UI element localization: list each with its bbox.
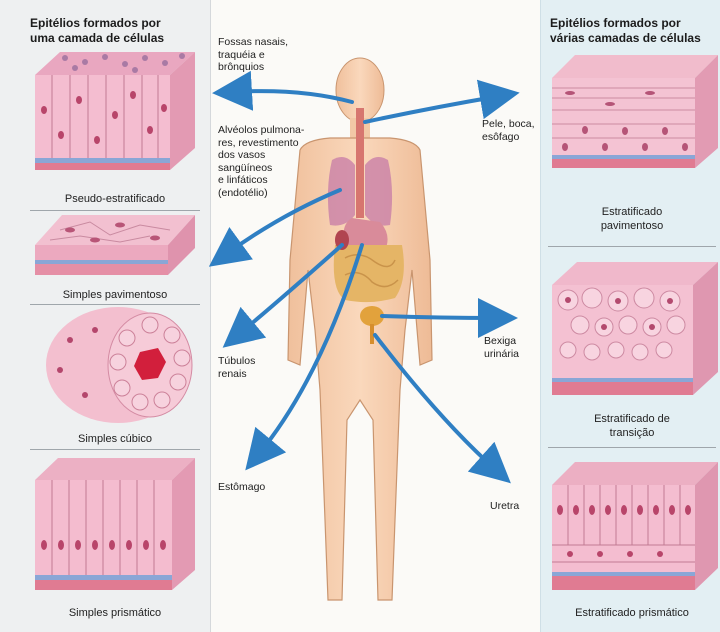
caption-pseudo-stratified: Pseudo-estratificado [30, 192, 200, 206]
label-uretra: Uretra [490, 500, 519, 513]
caption-transitional: Estratificado de transição [548, 412, 716, 440]
label-fossas-nasais: Fossas nasais, traquéia e brônquios [218, 36, 288, 74]
human-figure [288, 58, 432, 600]
left-divider-1 [30, 210, 200, 211]
transitional-tissue [552, 262, 718, 395]
left-panel-title: Epitélios formados por uma camada de cél… [30, 16, 208, 46]
stratified-squamous-tissue [552, 55, 718, 168]
simple-squamous-tissue [35, 215, 195, 275]
label-alveolos: Alvéolos pulmona- res, revestimento dos … [218, 124, 304, 199]
stratified-columnar-tissue [552, 462, 718, 590]
pseudo-stratified-tissue [35, 52, 195, 170]
caption-stratified-squamous: Estratificado pavimentoso [548, 205, 716, 233]
caption-simple-squamous: Simples pavimentoso [30, 288, 200, 302]
simple-cuboidal-tissue [46, 307, 192, 423]
right-panel-title: Epitélios formados por várias camadas de… [550, 16, 720, 46]
arrow-bexiga [382, 316, 498, 318]
label-tubulos-renais: Túbulos renais [218, 355, 255, 380]
caption-simple-columnar: Simples prismático [30, 606, 200, 620]
label-bexiga: Bexiga urinária [484, 335, 519, 360]
arrow-pele [365, 96, 500, 122]
right-divider-2 [548, 447, 716, 448]
left-divider-2 [30, 304, 200, 305]
caption-stratified-columnar: Estratificado prismático [548, 606, 716, 620]
caption-simple-cuboidal: Simples cúbico [30, 432, 200, 446]
right-divider-1 [548, 246, 716, 247]
simple-columnar-tissue [35, 458, 195, 590]
label-pele-boca: Pele, boca, esôfago [482, 118, 535, 143]
left-divider-3 [30, 449, 200, 450]
arrow-fossas [232, 91, 352, 102]
label-estomago: Estômago [218, 481, 265, 494]
